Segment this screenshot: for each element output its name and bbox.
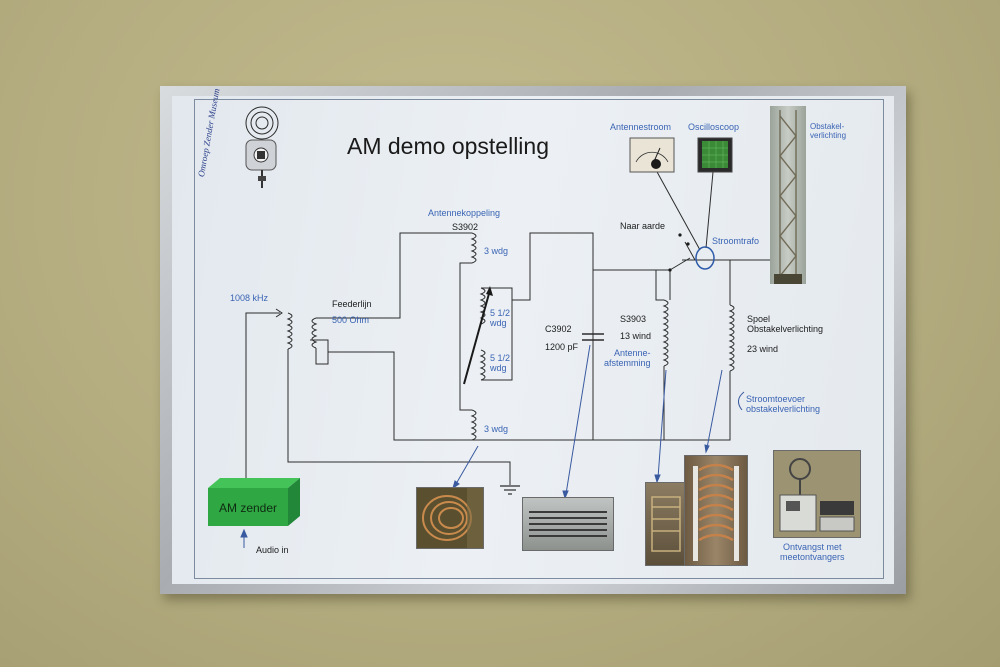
label-spoel: Spoel Obstakelverlichting [747, 314, 824, 335]
tuning-coil-photo [645, 482, 687, 566]
capacitor-stack-photo [522, 497, 614, 551]
label-antenne-afstemming: Antenne- afstemming [604, 348, 651, 369]
label-3wdg-bottom: 3 wdg [484, 424, 509, 434]
label-c3902: C3902 [545, 324, 572, 334]
label-5half-wdg-b: 5 1/2 wdg [490, 353, 511, 374]
label-stroomtrafo: Stroomtrafo [712, 236, 760, 246]
label-ohm: 500 Ohm [332, 315, 370, 325]
label-s3902: S3902 [452, 222, 479, 232]
lattice-mast-photo [770, 106, 806, 284]
label-23-wind: 23 wind [747, 344, 779, 354]
label-s3903: S3903 [620, 314, 647, 324]
label-feederlijn: Feederlijn [332, 299, 372, 309]
label-antennestroom: Antennestroom [610, 122, 672, 132]
label-ontvangst: Ontvangst met meetontvangers [780, 542, 845, 563]
label-pf: 1200 pF [545, 342, 579, 352]
label-13-wind: 13 wind [620, 331, 652, 341]
page-title: AM demo opstelling [347, 133, 549, 159]
ground-symbol-icon [500, 485, 520, 495]
label-obstakelverlichting-top: Obstakel- verlichting [810, 122, 847, 141]
label-naar-aarde: Naar aarde [620, 221, 666, 231]
label-antennekoppeling: Antennekoppeling [428, 208, 501, 218]
label-freq: 1008 kHz [230, 293, 269, 303]
label-3wdg-top: 3 wdg [484, 246, 509, 256]
coil-photo [416, 487, 484, 549]
label-audio-in: Audio in [256, 545, 289, 555]
label-5half-wdg-a: 5 1/2 wdg [490, 308, 511, 329]
obstacle-coil-photo [684, 455, 748, 566]
label-stroomtoevoer: Stroomtoevoer obstakelverlichting [746, 394, 821, 415]
receivers-photo [773, 450, 861, 538]
label-oscilloscoop: Oscilloscoop [688, 122, 740, 132]
label-am-zender: AM zender [219, 501, 278, 515]
poster-border [194, 99, 884, 579]
